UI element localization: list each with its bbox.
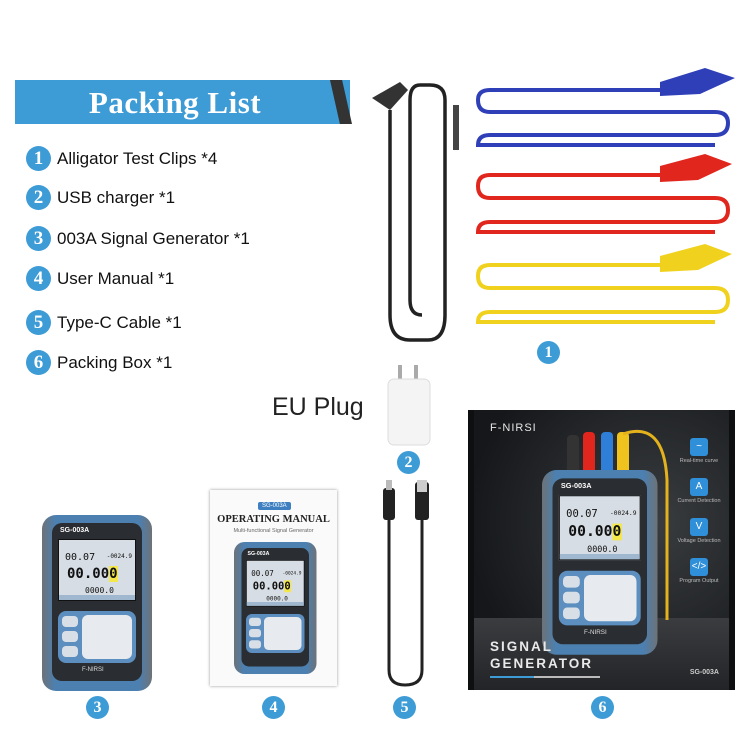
alligator-test-clips xyxy=(372,68,735,342)
screen-value: 0000.0 xyxy=(587,544,618,554)
number-badge: 1 xyxy=(26,146,51,171)
curve-icon: ~ xyxy=(690,438,708,456)
device-screen: 00.07 -0024.9 00.000 0000.0 xyxy=(558,495,641,561)
list-item: 4 User Manual *1 xyxy=(26,266,174,291)
title-banner xyxy=(15,80,350,124)
manual-device-image: SG-003A 00.07 -0024.9 00.000 0000.0 xyxy=(234,542,317,674)
list-item: 6 Packing Box *1 xyxy=(26,350,172,375)
keypad xyxy=(246,614,305,653)
blue-clip-head xyxy=(660,68,735,96)
number-badge: 2 xyxy=(26,185,51,210)
list-item-label: Packing Box *1 xyxy=(57,352,173,372)
voltmeter-icon: V xyxy=(690,518,708,536)
black-banana-plug xyxy=(453,105,459,150)
feature-real-time-curve: ~Real-time curve xyxy=(677,438,721,464)
list-item-label: 003A Signal Generator *1 xyxy=(57,228,250,248)
item-badge-5: 5 xyxy=(393,696,416,719)
number-badge: 5 xyxy=(26,310,51,335)
screen-value: -0024.9 xyxy=(106,553,132,560)
signal-generator-device: SG-003A 00.07 -0024.9 00.000 0000.0 F-NI… xyxy=(42,515,152,691)
screen-value: 00.07 xyxy=(65,552,96,563)
manual-subtitle: Multi-functional Signal Generator xyxy=(233,528,314,534)
yellow-clip-wire xyxy=(475,263,731,324)
feature-program-output: </>Program Output xyxy=(677,558,721,584)
device-logo: F-NIRSI xyxy=(584,629,607,636)
ammeter-icon: A xyxy=(690,478,708,496)
number-badge: 6 xyxy=(26,350,51,375)
screen-value: -0024.9 xyxy=(282,570,302,576)
screen-main-value: 00.000 xyxy=(252,580,291,593)
screen-value: 0000.0 xyxy=(266,595,288,602)
keypad xyxy=(58,611,136,663)
device-screen: 00.07 -0024.9 00.000 0000.0 xyxy=(58,539,136,601)
keypad xyxy=(558,570,641,626)
plug-label: EU Plug xyxy=(272,393,364,421)
screen-value: 00.07 xyxy=(566,508,598,521)
device-model: SG-003A xyxy=(560,482,592,490)
device-model: SG-003A xyxy=(60,527,90,534)
list-item: 2 USB charger *1 xyxy=(26,185,175,210)
item-badge-1: 1 xyxy=(537,341,560,364)
blue-clip-wire xyxy=(475,88,731,147)
list-item-label: USB charger *1 xyxy=(57,187,176,207)
box-model-code: SG-003A xyxy=(689,669,719,676)
screen-main-value: 00.000 xyxy=(67,566,118,582)
list-item: 1 Alligator Test Clips *4 xyxy=(26,146,217,171)
black-clip-wire xyxy=(388,83,447,342)
red-clip-head xyxy=(660,154,732,182)
code-icon: </> xyxy=(690,558,708,576)
list-item-label: Type-C Cable *1 xyxy=(57,312,182,332)
user-manual: SG-003A OPERATING MANUAL Multi-functiona… xyxy=(210,490,337,686)
item-badge-2: 2 xyxy=(397,451,420,474)
red-clip-wire xyxy=(475,173,731,234)
device-screen: 00.07 -0024.9 00.000 0000.0 xyxy=(246,560,305,607)
box-device-image: SG-003A 00.07 -0024.9 00.000 0000.0 F-NI… xyxy=(542,470,658,655)
device-logo: F-NIRSI xyxy=(82,667,104,673)
black-clip-head xyxy=(372,82,408,110)
manual-title: OPERATING MANUAL xyxy=(217,514,330,525)
number-badge: 3 xyxy=(26,226,51,251)
list-item-label: Alligator Test Clips *4 xyxy=(57,148,218,168)
item-badge-4: 4 xyxy=(262,696,285,719)
screen-value: -0024.9 xyxy=(609,509,637,518)
manual-tag: SG-003A xyxy=(258,502,291,510)
yellow-clip-head xyxy=(660,244,732,272)
item-badge-6: 6 xyxy=(591,696,614,719)
packing-box: F-NIRSI SG-003A 00.07 -0024.9 00.000 000… xyxy=(468,410,735,690)
list-item: 5 Type-C Cable *1 xyxy=(26,310,182,335)
screen-main-value: 00.000 xyxy=(568,523,622,541)
list-item-label: User Manual *1 xyxy=(57,268,175,288)
box-brand-logo: F-NIRSI xyxy=(490,422,537,434)
screen-value: 0000.0 xyxy=(85,586,114,595)
item-badge-3: 3 xyxy=(86,696,109,719)
type-c-cable xyxy=(383,480,429,687)
device-model: SG-003A xyxy=(247,551,270,557)
page-title: Packing List xyxy=(88,85,262,120)
screen-value: 00.07 xyxy=(251,569,274,578)
list-item: 3 003A Signal Generator *1 xyxy=(26,226,250,251)
usb-charger xyxy=(387,365,431,446)
number-badge: 4 xyxy=(26,266,51,291)
